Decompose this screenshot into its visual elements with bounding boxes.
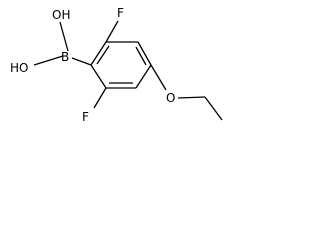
boron-label: B bbox=[61, 50, 69, 64]
hydroxyl-top-label: OH bbox=[52, 8, 70, 22]
hydroxyl-left-label: HO bbox=[10, 61, 28, 75]
ring-bond-c1-c2 bbox=[90, 41, 107, 66]
fluorine-top-label: F bbox=[117, 6, 124, 20]
ring-double-bond-c1-c2 bbox=[96, 45, 110, 65]
bond-boron-oh-left bbox=[33, 55, 64, 66]
structure-canvas: B OH HO F F O bbox=[0, 0, 263, 137]
bond-ch2-ch3 bbox=[204, 96, 223, 121]
bond-c6-fluorine bbox=[93, 87, 107, 109]
ether-oxygen-label: O bbox=[166, 91, 175, 105]
bond-oxygen-ch2 bbox=[177, 96, 206, 99]
ring-bond-c6-c1 bbox=[90, 64, 107, 89]
bond-c4-oxygen bbox=[150, 64, 167, 91]
fluorine-bottom-label: F bbox=[82, 110, 89, 124]
bond-c1-boron bbox=[71, 57, 92, 66]
ring-double-bond-c3-c4 bbox=[135, 46, 147, 66]
molecule-diagram: B OH HO F F O bbox=[10, 6, 223, 124]
ring-bond-c3-c4 bbox=[137, 41, 152, 66]
bond-c2-fluorine bbox=[105, 20, 119, 43]
bond-boron-oh-top bbox=[59, 21, 69, 52]
ring-bond-c4-c5 bbox=[135, 64, 152, 89]
